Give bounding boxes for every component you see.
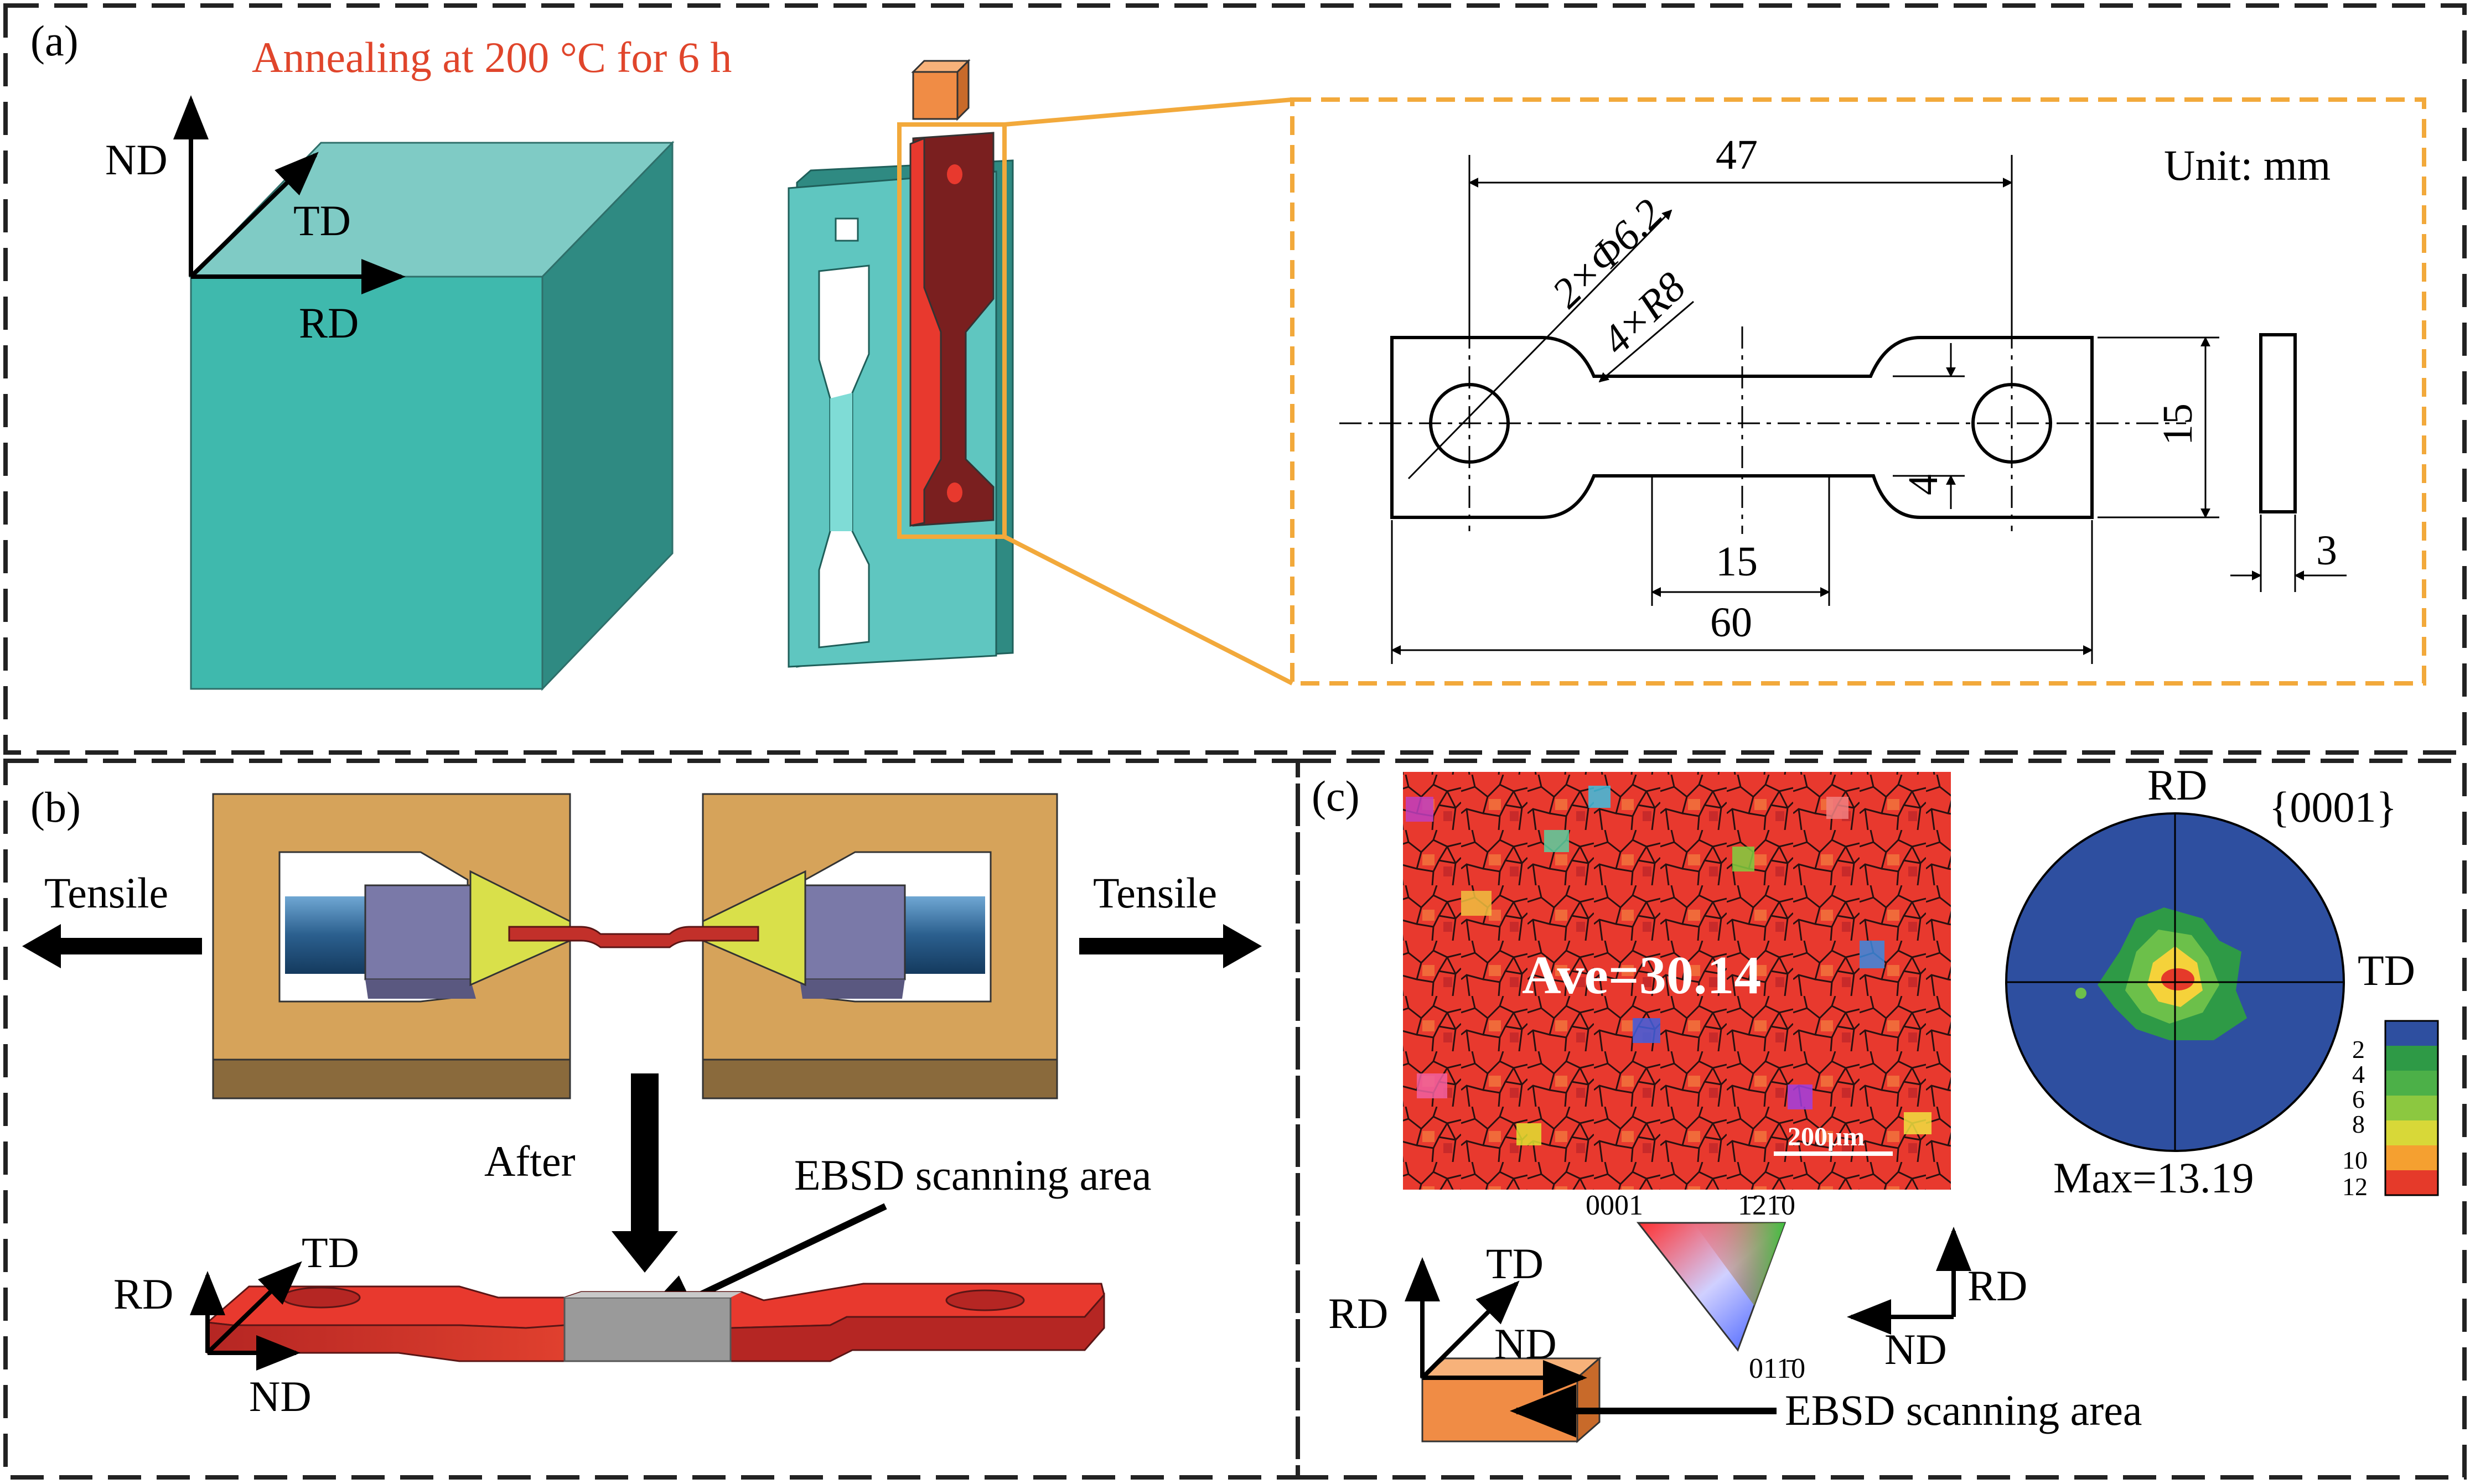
specimen-in-grips (508, 926, 759, 948)
axis-rd-c: RD (1328, 1289, 1388, 1337)
after-arrow (612, 1073, 678, 1273)
axes-c-right (1847, 1227, 1971, 1335)
panel-c: (c) Ave=30.14 200μm (1312, 761, 2439, 1444)
legend-2: 2 (2352, 1035, 2365, 1063)
axes-b (190, 1261, 302, 1371)
axis-nd-a: ND (105, 136, 168, 184)
axis-rd-b: RD (113, 1270, 173, 1318)
legend-10: 10 (2342, 1146, 2368, 1174)
pf-plane: {0001} (2269, 783, 2397, 831)
ipf-0110: 011̄0 (1749, 1353, 1805, 1384)
ave-text: Ave=30.14 (1522, 946, 1761, 1005)
legend-4: 4 (2352, 1060, 2365, 1088)
panel-c-label: (c) (1312, 772, 1360, 820)
orange-block-c (1420, 1356, 1602, 1444)
tensile-left-text: Tensile (44, 869, 168, 917)
panel-a-label: (a) (30, 17, 79, 65)
pf-rd: RD (2147, 761, 2207, 809)
axis-td-a: TD (293, 196, 351, 245)
dim-15-height: 15 (2155, 403, 2201, 445)
drawing-frame (1290, 97, 2426, 686)
dim-47: 47 (1716, 132, 1758, 178)
ipf-triangle (1636, 1222, 1787, 1352)
after-text: After (484, 1137, 576, 1185)
panel-frames (3, 3, 2467, 1480)
tensile-specimen-drawing (1339, 155, 2347, 664)
dim-4: 4 (1900, 474, 1946, 495)
panel-b: (b) Tensile Tensile Af (22, 783, 1262, 1420)
dim-60: 60 (1710, 599, 1752, 646)
legend-12: 12 (2342, 1172, 2368, 1201)
legend-8: 8 (2352, 1110, 2365, 1138)
orange-cube (911, 59, 971, 121)
axes-c-left (1405, 1257, 1587, 1395)
pf-td: TD (2358, 946, 2415, 994)
axes-a (173, 95, 406, 294)
right-fixture (702, 793, 1058, 1099)
scale-text: 200μm (1788, 1122, 1865, 1151)
dim-15-gauge: 15 (1716, 538, 1758, 585)
panel-b-label: (b) (30, 783, 81, 831)
ebsd-map: Ave=30.14 200μm (1403, 772, 1951, 1190)
pf-max: Max=13.19 (2053, 1154, 2254, 1202)
legend-6: 6 (2352, 1085, 2365, 1113)
axis-td-b: TD (302, 1228, 359, 1277)
left-fixture (212, 793, 571, 1099)
annealing-text: Annealing at 200 °C for 6 h (252, 33, 732, 81)
tensile-arrow-right (1079, 924, 1262, 968)
axis-td-c: TD (1486, 1239, 1544, 1288)
axis-nd-b: ND (249, 1372, 312, 1420)
tensile-right-text: Tensile (1093, 869, 1217, 917)
unit-label: Unit: mm (2164, 141, 2331, 189)
highlight-frame (897, 97, 1293, 686)
axis-nd-c-right: ND (1884, 1325, 1947, 1373)
dim-3: 3 (2316, 527, 2337, 574)
teal-block (189, 141, 675, 691)
ipf-0001: 0001 (1586, 1190, 1643, 1221)
axis-rd-c-right: RD (1967, 1262, 2027, 1310)
red-sample-vertical (909, 132, 995, 527)
ipf-1210: 1̄21̄0 (1738, 1190, 1795, 1221)
pole-figure (2005, 812, 2345, 1152)
panel-a: (a) Annealing at 200 °C for 6 h ND TD RD (30, 17, 2426, 691)
ebsd-text-c: EBSD scanning area (1785, 1386, 2142, 1434)
axis-nd-c: ND (1494, 1320, 1557, 1368)
ebsd-text-b: EBSD scanning area (794, 1151, 1151, 1199)
tensile-arrow-left (22, 924, 202, 968)
axis-rd-a: RD (299, 299, 359, 347)
contour-legend: 2 4 6 8 10 12 (2342, 1020, 2439, 1201)
tested-specimen (205, 1283, 1105, 1362)
